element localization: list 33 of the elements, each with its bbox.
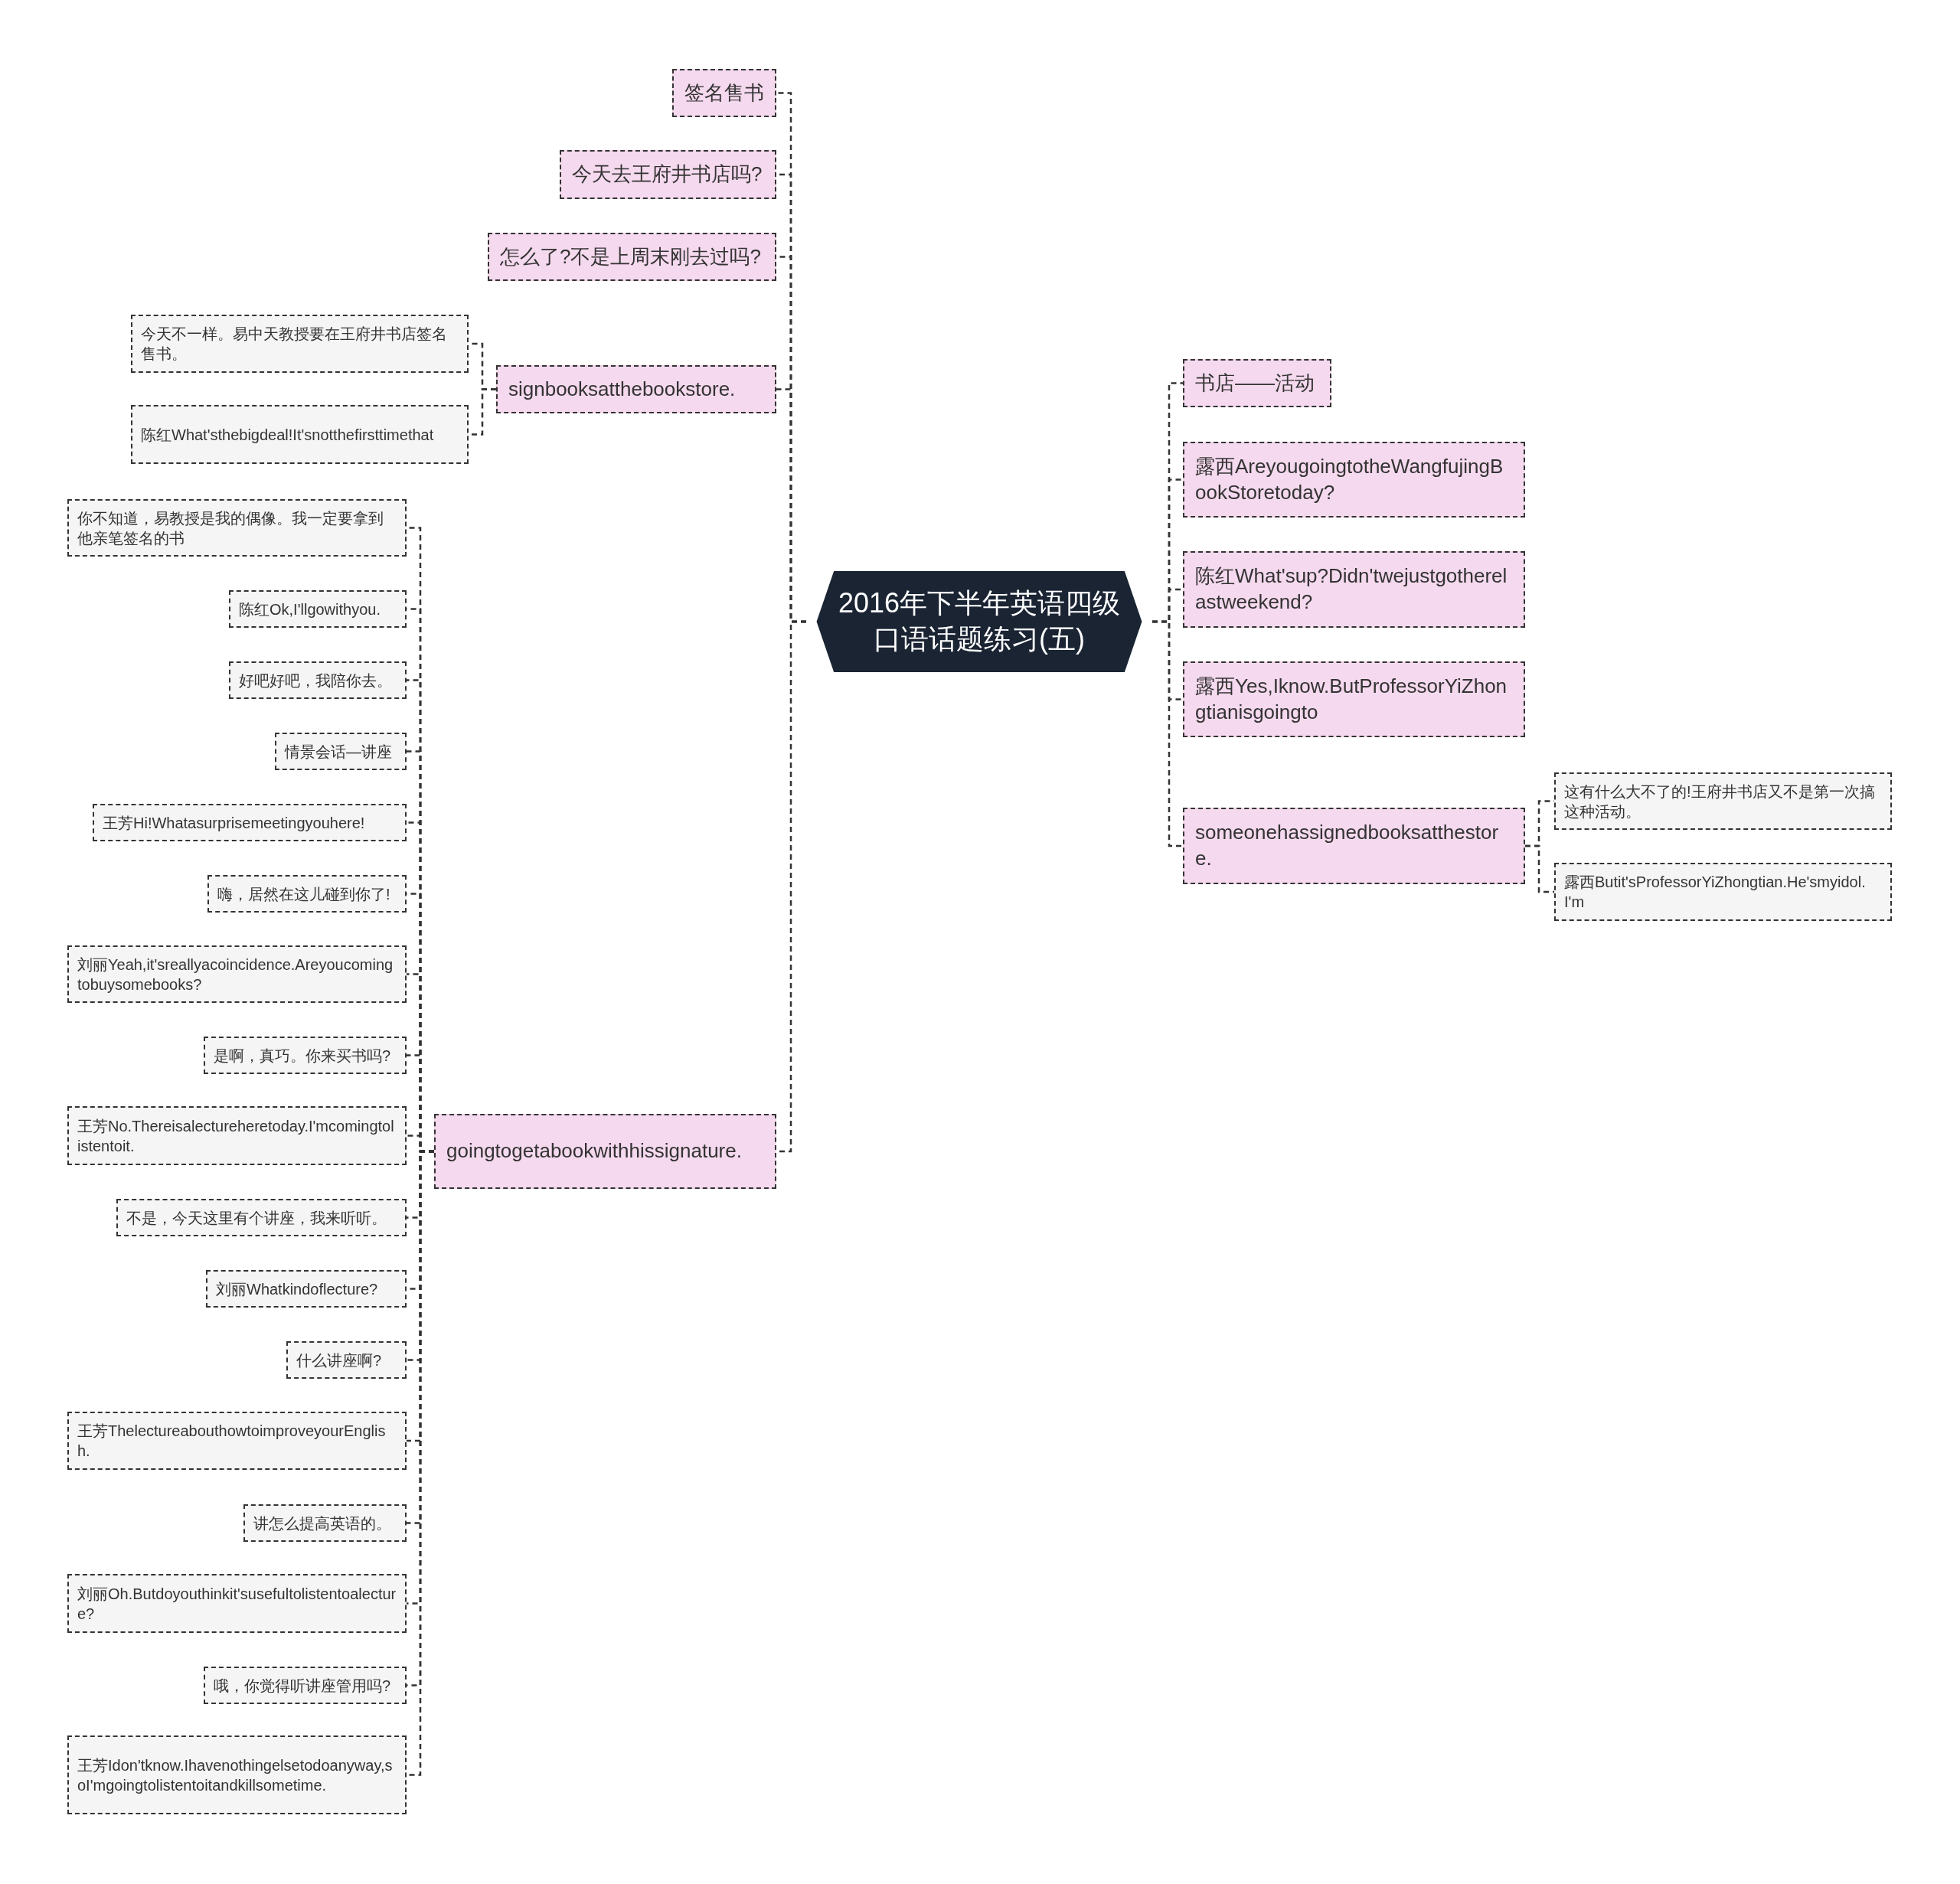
connector-line (1152, 620, 1183, 847)
subtopic-node: 什么讲座啊? (286, 1341, 407, 1379)
subtopic-node: 情景会话—讲座 (275, 733, 407, 770)
branch-topic-node: 陈红What'sup?Didn'twejustgotherelastweekend? (1183, 551, 1525, 628)
branch-topic-node: goingtogetabookwithhissignature. (434, 1114, 776, 1189)
subtopic-node: 哦，你觉得听讲座管用吗? (204, 1667, 407, 1704)
branch-topic-node: 书店——活动 (1183, 359, 1331, 407)
subtopic-node: 刘丽Oh.Butdoyouthinkit'susefultolistentoalecture? (67, 1574, 407, 1633)
subtopic-node: 嗨，居然在这儿碰到你了! (207, 875, 407, 913)
subtopic-node: 王芳No.Thereisalectureheretoday.I'mcomingtolistentoit. (67, 1106, 407, 1165)
branch-topic-node: 露西AreyougoingtotheWangfujingBookStoretoday? (1183, 442, 1525, 518)
branch-topic-node: signbooksatthebookstore. (496, 365, 776, 413)
subtopic-node: 这有什么大不了的!王府井书店又不是第一次搞这种活动。 (1554, 772, 1892, 830)
subtopic-node: 刘丽Yeah,it'sreallyacoincidence.Areyoucomingtobuysomebooks? (67, 945, 407, 1003)
subtopic-node: 露西Butit'sProfessorYiZhongtian.He'smyidol.I'm (1554, 863, 1892, 921)
subtopic-node: 王芳ThelectureabouthowtoimproveyourEnglish. (67, 1412, 407, 1470)
subtopic-node: 王芳Idon'tknow.Ihavenothingelsetodoanyway,soI'mgoingtolistentoitandkillsometime. (67, 1735, 407, 1814)
subtopic-node: 不是，今天这里有个讲座，我来听听。 (116, 1199, 407, 1236)
subtopic-node: 王芳Hi!Whatasurprisemeetingyouhere! (93, 804, 407, 841)
connector-line (1525, 844, 1554, 893)
subtopic-node: 讲怎么提高英语的。 (243, 1504, 407, 1542)
subtopic-node: 是啊，真巧。你来买书吗? (204, 1037, 407, 1074)
subtopic-node: 陈红Ok,I'llgowithyou. (229, 590, 407, 628)
subtopic-node: 你不知道，易教授是我的偶像。我一定要拿到他亲笔签名的书 (67, 499, 407, 557)
subtopic-node: 今天不一样。易中天教授要在王府井书店签名售书。 (131, 315, 469, 373)
branch-topic-node: 怎么了?不是上周末刚去过吗? (488, 233, 776, 281)
branch-topic-node: 今天去王府井书店吗? (560, 150, 776, 199)
branch-topic-node: 签名售书 (672, 69, 776, 117)
branch-topic-node: 露西Yes,Iknow.ButProfessorYiZhongtianisgoingto (1183, 661, 1525, 737)
subtopic-node: 刘丽Whatkindoflecture? (206, 1270, 407, 1308)
subtopic-node: 好吧好吧，我陪你去。 (229, 661, 407, 699)
subtopic-node: 陈红What'sthebigdeal!It'snotthefirsttimethat (131, 405, 469, 464)
branch-topic-node: someonehassignedbooksatthestore. (1183, 808, 1525, 884)
